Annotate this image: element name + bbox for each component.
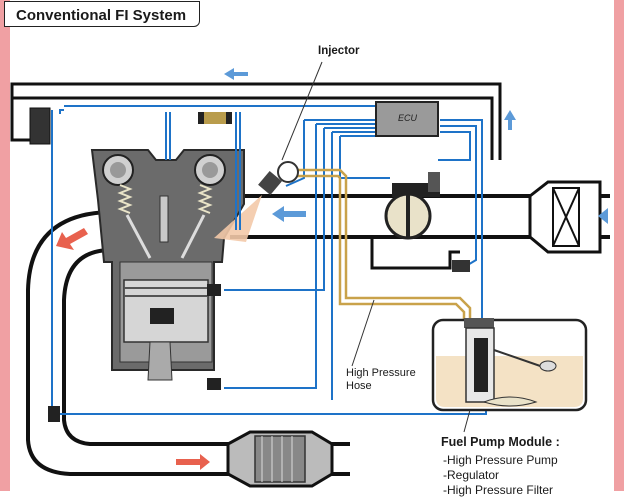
catalytic-converter <box>226 430 334 488</box>
intake-tube <box>230 194 610 239</box>
throttle-body <box>384 172 440 240</box>
arrow-exhaust-right <box>176 454 210 470</box>
title-box: Conventional FI System <box>4 1 200 27</box>
module-item-filter: -High Pressure Filter <box>443 483 554 497</box>
ecu-box <box>375 101 439 137</box>
hose-label-line1: High Pressure <box>346 367 416 379</box>
exhaust-arrows <box>56 228 210 470</box>
module-leader <box>463 409 471 433</box>
module-item-pump: -High Pressure Pump <box>443 453 558 467</box>
bypass-tube <box>370 237 460 270</box>
module-item-regulator: -Regulator <box>443 468 500 482</box>
fuel-spray <box>214 195 262 242</box>
arrow-exhaust-out <box>56 228 88 250</box>
arrow-left-top <box>224 68 248 80</box>
injector-label: Injector <box>318 45 360 57</box>
diagram-title: Conventional FI System <box>16 7 187 24</box>
right-border-strip <box>614 0 624 491</box>
injector-leader <box>281 61 323 161</box>
engine-block <box>90 149 245 381</box>
fuel-tank <box>431 318 588 412</box>
sensors <box>29 107 470 422</box>
arrow-left-filter <box>598 208 608 224</box>
airflow-arrows <box>224 68 608 224</box>
ecu-label: ECU <box>398 113 418 123</box>
fuel-pump-module-label: Fuel Pump Module : <box>441 435 560 449</box>
air-filter <box>528 180 602 254</box>
left-border-strip <box>0 0 10 491</box>
top-harness <box>10 82 502 160</box>
hose-label-line2: Hose <box>346 380 372 392</box>
arrow-left-intake <box>272 206 306 222</box>
high-pressure-hose <box>296 168 472 320</box>
fuel-injector <box>258 161 299 196</box>
hose-leader <box>351 299 375 367</box>
arrow-up-right <box>504 110 516 130</box>
